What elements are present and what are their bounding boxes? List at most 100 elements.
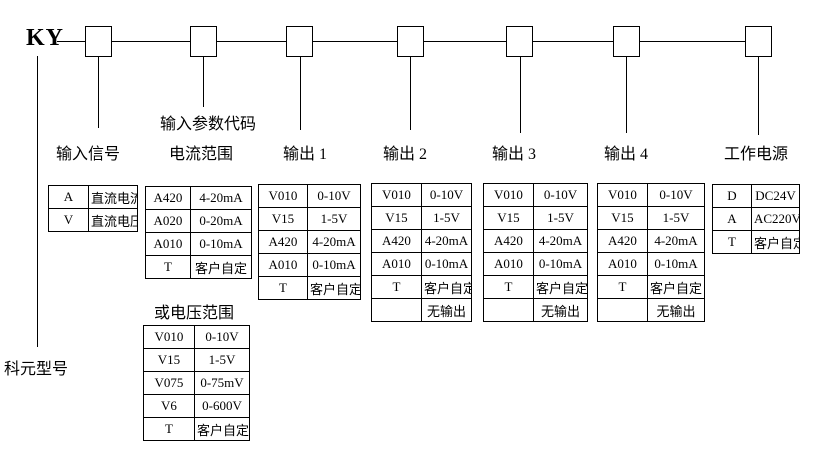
drop-line-prefix — [37, 56, 38, 347]
label-power-supply: 工作电源 — [724, 146, 789, 163]
table-cell: V15 — [597, 206, 648, 230]
label-output-2: 输出 2 — [383, 146, 428, 163]
input-signal-table: A直流电流V直流电压 — [48, 185, 138, 232]
table-cell: V15 — [143, 348, 195, 372]
table-row: 无输出 — [597, 298, 705, 322]
table-cell: T — [483, 275, 534, 299]
table-cell: 0-600V — [194, 394, 250, 418]
table-cell: V6 — [143, 394, 195, 418]
table-cell: V15 — [371, 206, 422, 230]
table-cell: 4-20mA — [647, 229, 705, 253]
table-row: V直流电压 — [48, 208, 138, 232]
table-cell: 0-20mA — [190, 209, 252, 233]
table-cell: 0-10mA — [647, 252, 705, 276]
table-cell: V — [48, 208, 89, 232]
label-model-name: 科元型号 — [4, 361, 69, 378]
table-cell: 1-5V — [421, 206, 472, 230]
table-cell: 客户自定 — [190, 255, 252, 279]
table-cell: 0-10V — [647, 183, 705, 207]
table-row: 无输出 — [371, 298, 472, 322]
table-cell: V010 — [258, 184, 308, 208]
table-cell: 无输出 — [421, 298, 472, 322]
table-cell: 直流电流 — [88, 185, 138, 209]
table-cell: 0-10V — [194, 325, 250, 349]
table-cell: AC220V — [751, 207, 800, 231]
table-cell: 4-20mA — [307, 230, 361, 254]
table-cell: DC24V — [751, 184, 800, 208]
table-cell: A010 — [371, 252, 422, 276]
table-cell: 1-5V — [533, 206, 588, 230]
table-cell: 0-10mA — [190, 232, 252, 256]
table-cell: 4-20mA — [421, 229, 472, 253]
table-cell: V15 — [483, 206, 534, 230]
table-cell: 直流电压 — [88, 208, 138, 232]
table-cell: 0-10mA — [307, 253, 361, 277]
table-cell: 4-20mA — [190, 186, 252, 210]
model-code-box-2 — [190, 26, 217, 57]
drop-line-box-7 — [758, 57, 759, 135]
table-cell: 客户自定 — [647, 275, 705, 299]
table-cell: V075 — [143, 371, 195, 395]
table-cell: A020 — [145, 209, 191, 233]
table-cell: 1-5V — [307, 207, 361, 231]
table-cell: V15 — [258, 207, 308, 231]
table-cell: T — [258, 276, 308, 300]
table-cell: T — [371, 275, 422, 299]
table-cell: D — [712, 184, 752, 208]
table-cell: A420 — [371, 229, 422, 253]
table-cell: 1-5V — [194, 348, 250, 372]
drop-line-box-5 — [520, 57, 521, 133]
table-cell: V010 — [143, 325, 195, 349]
table-cell: 客户自定 — [533, 275, 588, 299]
table-cell: A — [712, 207, 752, 231]
table-cell: 0-10mA — [533, 252, 588, 276]
table-cell: 0-75mV — [194, 371, 250, 395]
label-current-range: 电流范围 — [169, 146, 234, 163]
drop-line-box-1 — [98, 57, 99, 128]
table-cell: A010 — [597, 252, 648, 276]
model-code-box-5 — [506, 26, 533, 57]
table-cell: A010 — [483, 252, 534, 276]
table-cell: 无输出 — [533, 298, 588, 322]
table-cell: A420 — [483, 229, 534, 253]
table-cell: A420 — [145, 186, 191, 210]
table-row: A直流电流 — [48, 185, 138, 209]
model-prefix: KY — [26, 25, 64, 51]
model-code-box-6 — [613, 26, 640, 57]
label-output-3: 输出 3 — [492, 146, 537, 163]
table-cell: 客户自定 — [194, 417, 250, 441]
table-cell: 无输出 — [647, 298, 705, 322]
label-param-code: 输入参数代码 — [160, 116, 257, 133]
table-cell: T — [143, 417, 195, 441]
table-cell: V010 — [597, 183, 648, 207]
table-cell: 客户自定 — [307, 276, 361, 300]
label-input-signal: 输入信号 — [56, 146, 121, 163]
label-output-4: 输出 4 — [604, 146, 649, 163]
